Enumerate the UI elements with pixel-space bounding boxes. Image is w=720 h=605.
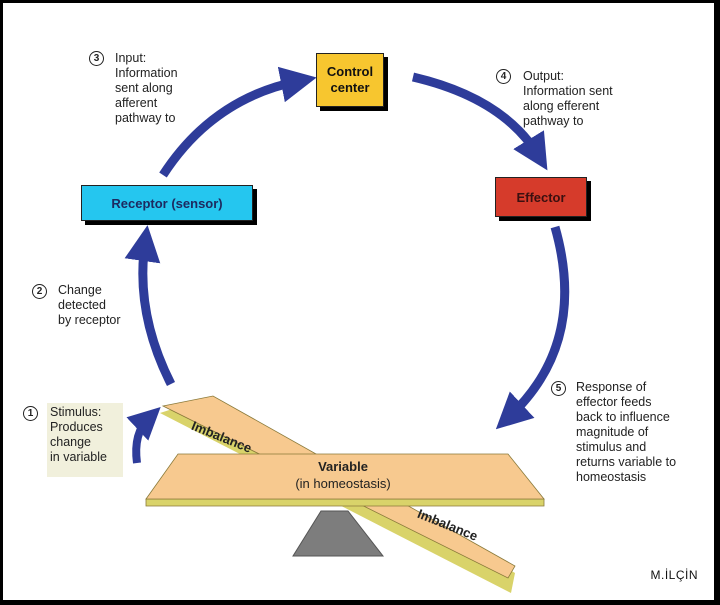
diagram-canvas: Control center Receptor (sensor) Effecto… xyxy=(3,3,714,600)
step-2-line: Change xyxy=(58,283,102,297)
step-3-text: Input: Information sent along afferent p… xyxy=(115,51,178,126)
arrow-feedback xyxy=(495,225,570,430)
step-2-line: by receptor xyxy=(58,313,121,327)
step-5-line: Response of xyxy=(576,380,647,394)
step-4-line: Output: xyxy=(523,69,564,83)
step-5-line: back to influence xyxy=(576,410,670,424)
step-5-line: homeostasis xyxy=(576,470,647,484)
step-1-line: in variable xyxy=(50,450,107,464)
step-4-line: along efferent xyxy=(523,99,600,113)
arrow-detect xyxy=(124,225,176,387)
step-2-line: detected xyxy=(58,298,106,312)
fulcrum xyxy=(292,510,385,557)
stimulus-background xyxy=(47,403,123,477)
step-5-line: returns variable to xyxy=(576,455,677,469)
variable-sublabel: (in homeostasis) xyxy=(295,476,391,491)
variable-label: Variable xyxy=(318,459,368,474)
step-4-text: Output: Information sent along efferent … xyxy=(523,69,613,129)
arrow-output xyxy=(411,72,548,171)
step-3-line: afferent xyxy=(115,96,158,110)
step-3-line: sent along xyxy=(115,81,173,95)
effector-box: Effector xyxy=(495,177,587,217)
control-center-box: Control center xyxy=(316,53,384,107)
step-1-text: Stimulus: Produces change in variable xyxy=(50,405,107,465)
step-5-text: Response of effector feeds back to influ… xyxy=(576,380,676,485)
step-3-line: pathway to xyxy=(115,111,176,125)
arrow-input xyxy=(159,66,317,178)
level-board xyxy=(145,453,545,507)
step-1-line: change xyxy=(50,435,92,449)
step-4-line: Information sent xyxy=(523,84,613,98)
control-center-label: Control center xyxy=(326,64,374,95)
step-4-line: pathway to xyxy=(523,114,584,128)
step-1-number: 1 xyxy=(23,406,38,421)
step-1-line: Stimulus: xyxy=(50,405,102,419)
step-5-number: 5 xyxy=(551,381,566,396)
step-5-line: stimulus and xyxy=(576,440,647,454)
receptor-box: Receptor (sensor) xyxy=(81,185,253,221)
step-3-number: 3 xyxy=(89,51,104,66)
step-3-line: Information xyxy=(115,66,178,80)
author-signature: M.İLÇİN xyxy=(650,568,698,582)
step-4-number: 4 xyxy=(496,69,511,84)
step-2-number: 2 xyxy=(32,284,47,299)
arrow-stimulus xyxy=(126,407,161,464)
step-3-line: Input: xyxy=(115,51,147,65)
effector-label: Effector xyxy=(516,189,566,205)
step-1-line: Produces xyxy=(50,420,103,434)
arrows-layer xyxy=(124,66,570,593)
step-5-line: magnitude of xyxy=(576,425,649,439)
receptor-label: Receptor (sensor) xyxy=(111,195,223,211)
step-2-text: Change detected by receptor xyxy=(58,283,121,328)
step-5-line: effector feeds xyxy=(576,395,652,409)
